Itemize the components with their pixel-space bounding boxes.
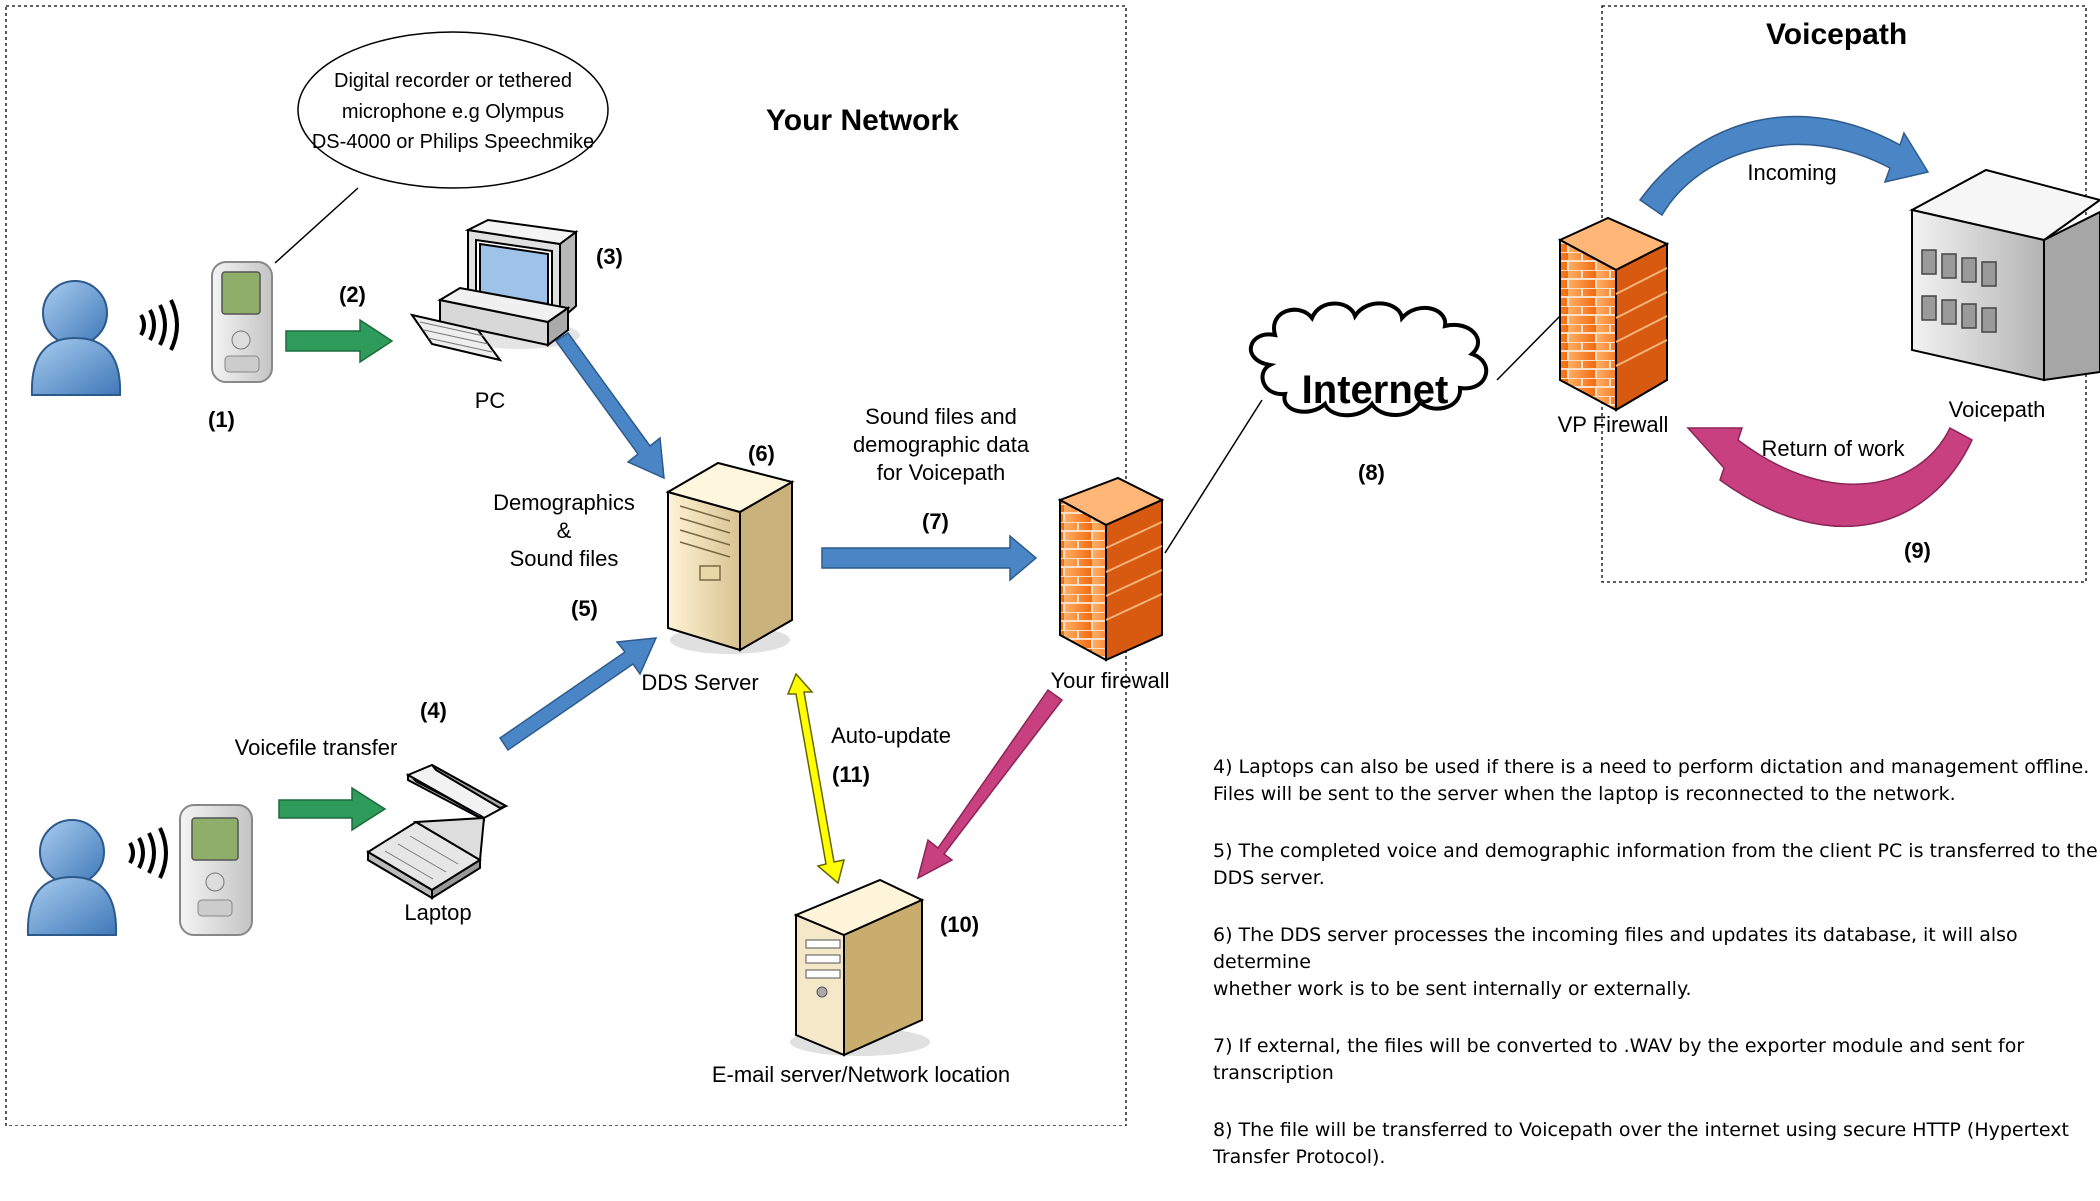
note-8-line1: 8) The file will be transferred to Voice… [1213,1119,2069,1141]
sound-files-label-line2: demographic data [852,432,1030,457]
note-8: 8) The file will be transferred to Voice… [1213,1117,2100,1171]
arrow-recorder-to-pc [285,318,394,364]
return-of-work-label: Return of work [1761,436,1905,461]
your-firewall-label: Your firewall [1050,668,1170,693]
sound-waves-icon [139,299,179,351]
note-4-line2: Files will be sent to the server when th… [1213,783,1956,805]
step-number: (7) [922,509,949,534]
notes-panel: 4) Laptops can also be used if there is … [1213,754,2100,1201]
step-number: (9) [1904,538,1931,563]
dds-server-icon [665,461,795,654]
arrow-dds-to-firewall [821,534,1038,582]
note-5-line1: 5) The completed voice and demographic i… [1213,840,2098,862]
note-6-line1: 6) The DDS server processes the incoming… [1213,924,2018,973]
step-number: (1) [208,407,235,432]
note-6: 6) The DDS server processes the incoming… [1213,922,2100,1003]
arrow-return-of-work [1686,426,1973,528]
demographics-label-line1: Demographics [493,490,635,515]
voicepath-server-icon [1909,168,2100,382]
internet-vpfirewall-line [1496,313,1563,381]
step-number: (11) [832,762,870,787]
internet-cloud-icon [1249,301,1489,418]
sound-files-label-line3: for Voicepath [876,460,1006,485]
demographics-label-line2: & [556,518,572,543]
vp-firewall-label: VP Firewall [1557,412,1669,437]
person-icon [26,819,118,936]
note-5: 5) The completed voice and demographic i… [1213,838,2100,892]
sound-waves-icon [128,827,168,879]
email-server-label: E-mail server/Network location [711,1062,1011,1087]
arrow-auto-update [786,672,846,885]
note-7: 7) If external, the files will be conver… [1213,1033,2100,1087]
digital-recorder-icon [211,261,273,383]
callout-text-line2: microphone e.g Olympus [341,101,565,123]
step-number: (4) [420,698,447,723]
internet-label: Internet [1301,368,1449,412]
network-diagram [5,5,2100,1126]
callout-bubble [297,31,609,189]
step-number: (2) [339,282,366,307]
person-icon [30,280,122,396]
arrow-recorder-to-laptop [278,786,387,832]
arrow-laptop-to-dds [498,637,658,752]
dds-server-label: DDS Server [641,670,759,695]
note-5-line2: DDS server. [1213,867,1325,889]
laptop-icon [366,763,509,900]
step-number: (10) [940,912,980,937]
sound-files-label-line1: Sound files and [865,404,1017,429]
vp-firewall-icon [1557,216,1670,412]
arrow-firewall-to-email [916,688,1064,880]
your-firewall-icon [1057,476,1165,662]
step-number: (5) [571,596,598,621]
pc-label: PC [474,388,506,413]
step-number: (6) [748,441,775,466]
pc-icon [409,218,580,362]
auto-update-label: Auto-update [831,723,951,748]
digital-recorder-icon [179,804,253,936]
note-4: 4) Laptops can also be used if there is … [1213,754,2100,808]
demographics-label-line3: Sound files [509,546,619,571]
step-number: (8) [1358,460,1385,485]
voicepath-title: Voicepath [1766,18,1908,51]
email-server-icon [790,878,930,1057]
callout-text-line1: Digital recorder or tethered [334,70,572,92]
firewall-internet-line [1164,399,1263,554]
voicefile-transfer-label: Voicefile transfer [234,735,398,760]
callout-pointer [274,187,359,264]
laptop-label: Laptop [404,900,472,925]
arrow-pc-to-dds [554,331,665,480]
callout-text-line3: DS-4000 or Philips Speechmike [311,131,595,153]
note-6-line2: whether work is to be sent internally or… [1213,978,1692,1000]
note-8-line2: Transfer Protocol). [1213,1146,1386,1168]
voicepath-server-label: Voicepath [1948,397,2046,422]
note-7-line1: 7) If external, the files will be conver… [1213,1035,2025,1084]
arrow-incoming [1638,115,1930,217]
your-network-title: Your Network [766,104,959,137]
incoming-label: Incoming [1747,160,1837,185]
note-4-line1: 4) Laptops can also be used if there is … [1213,756,2090,778]
step-number: (3) [596,244,623,269]
